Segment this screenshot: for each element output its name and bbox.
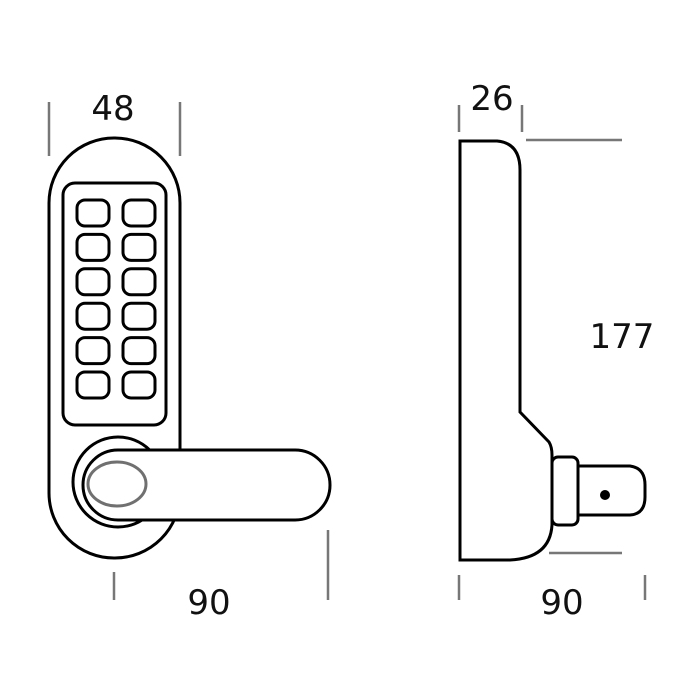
keypad-button: [121, 267, 157, 297]
keypad-button: [121, 301, 157, 331]
keypad-buttons: [75, 198, 157, 400]
height-dimension-label: 177: [590, 317, 655, 357]
spindle-hole: [600, 490, 610, 500]
keypad-button: [75, 370, 111, 400]
keypad-button: [75, 301, 111, 331]
lock-body-front: [47, 136, 182, 560]
spindle: [576, 464, 647, 517]
lever-handle: [81, 448, 332, 522]
keypad-button: [75, 232, 111, 262]
keypad-button: [121, 336, 157, 366]
handle-collar: [550, 455, 580, 527]
keypad-button: [121, 370, 157, 400]
keypad-button: [121, 232, 157, 262]
keypad-button: [75, 267, 111, 297]
side-view: 26 177 90: [457, 79, 655, 623]
keypad-button: [75, 198, 111, 228]
depth-dimension-label: 26: [470, 79, 513, 119]
keypad-panel: [61, 181, 168, 427]
front-view: 48 90: [47, 89, 332, 623]
handle-length-dimension-label: 90: [187, 583, 230, 623]
key-cylinder: [86, 460, 148, 508]
lock-body-side: [458, 139, 554, 562]
projection-dimension-label: 90: [540, 583, 583, 623]
width-dimension-label: 48: [91, 89, 134, 129]
keypad-button: [75, 336, 111, 366]
keypad-button: [121, 198, 157, 228]
